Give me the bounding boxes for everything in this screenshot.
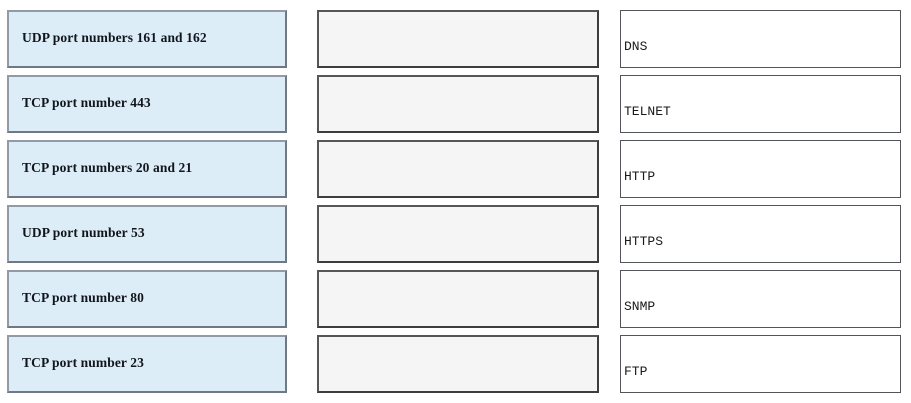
drop-target[interactable] (317, 140, 599, 198)
source-tile-label: TCP port numbers 20 and 21 (22, 159, 193, 175)
source-tile[interactable]: UDP port number 53 (7, 205, 287, 263)
protocol-label-column: DNS TELNET HTTP HTTPS SNMP FTP (620, 0, 901, 403)
protocol-label-text: FTP (624, 363, 648, 379)
source-tile[interactable]: TCP port number 23 (7, 335, 287, 393)
drop-target[interactable] (317, 10, 599, 68)
source-tile-label: TCP port number 80 (22, 289, 144, 305)
protocol-label-box: TELNET (620, 75, 901, 133)
source-tile-label: UDP port number 53 (22, 224, 145, 240)
protocol-label-text: SNMP (624, 298, 656, 314)
protocol-label-text: HTTP (624, 168, 656, 184)
drop-target[interactable] (317, 75, 599, 133)
source-tile[interactable]: UDP port numbers 161 and 162 (7, 10, 287, 68)
drop-target[interactable] (317, 270, 599, 328)
drop-target-column (317, 0, 599, 403)
source-column: UDP port numbers 161 and 162 TCP port nu… (7, 0, 287, 403)
protocol-label-text: DNS (624, 38, 648, 54)
source-tile[interactable]: TCP port number 443 (7, 75, 287, 133)
source-tile[interactable]: TCP port number 80 (7, 270, 287, 328)
drop-target[interactable] (317, 335, 599, 393)
protocol-label-box: SNMP (620, 270, 901, 328)
source-tile-label: UDP port numbers 161 and 162 (22, 29, 207, 45)
protocol-label-box: HTTP (620, 140, 901, 198)
protocol-label-box: HTTPS (620, 205, 901, 263)
source-tile-label: TCP port number 23 (22, 354, 144, 370)
protocol-label-box: DNS (620, 10, 901, 68)
protocol-label-box: FTP (620, 335, 901, 393)
protocol-label-text: HTTPS (624, 233, 664, 249)
source-tile-label: TCP port number 443 (22, 94, 151, 110)
drop-target[interactable] (317, 205, 599, 263)
protocol-label-text: TELNET (624, 103, 671, 119)
source-tile[interactable]: TCP port numbers 20 and 21 (7, 140, 287, 198)
